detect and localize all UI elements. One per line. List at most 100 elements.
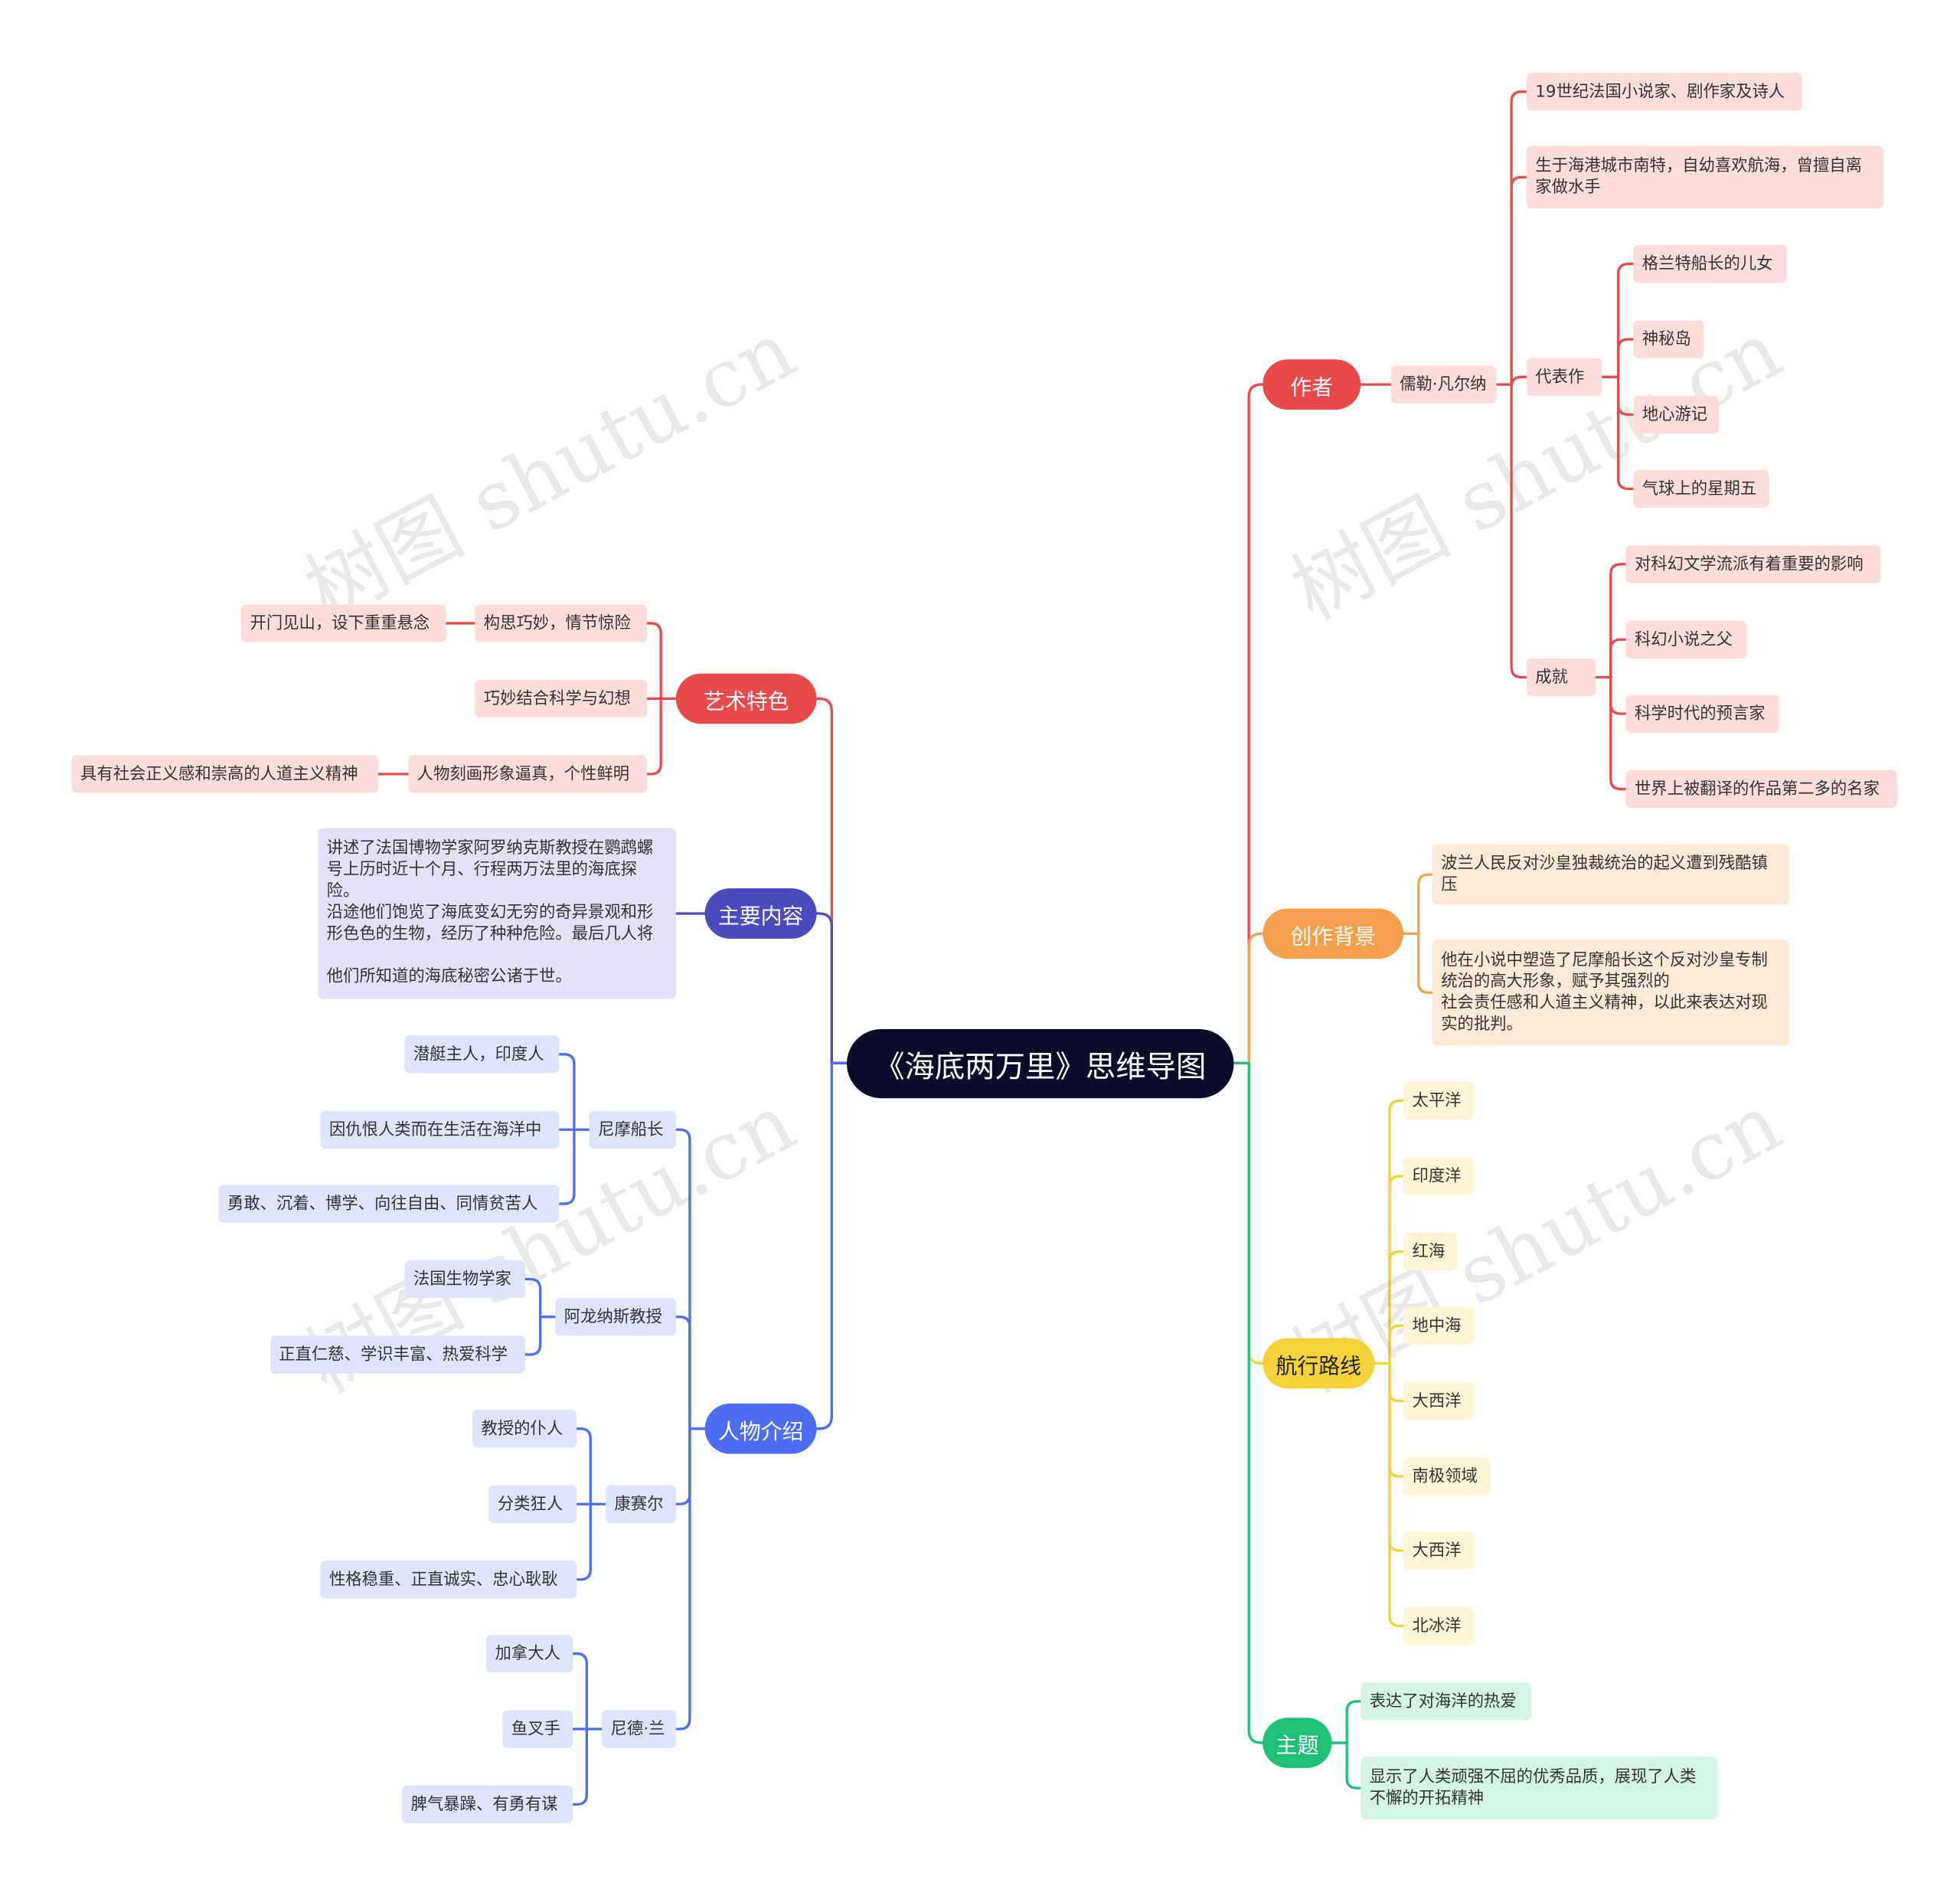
connector-line bbox=[675, 1128, 691, 1430]
route-item[interactable]: 北冰洋 bbox=[1403, 1607, 1474, 1646]
route-item[interactable]: 太平洋 bbox=[1403, 1081, 1474, 1120]
theme-item[interactable]: 显示了人类顽强不屈的优秀品质，展现了人类不懈的开拓精神 bbox=[1361, 1757, 1718, 1820]
route-item[interactable]: 印度洋 bbox=[1403, 1157, 1474, 1195]
connector-line bbox=[1609, 563, 1628, 679]
work-item[interactable]: 神秘岛 bbox=[1633, 320, 1704, 358]
connector-line bbox=[1510, 90, 1528, 386]
art-item[interactable]: 构思巧妙，情节惊险 bbox=[475, 604, 648, 642]
connector-line bbox=[1616, 338, 1635, 378]
connector-line bbox=[1388, 1361, 1405, 1628]
connector-line bbox=[1510, 175, 1528, 386]
work-item[interactable]: 气球上的星期五 bbox=[1633, 469, 1769, 508]
topic-route[interactable]: 航行路线 bbox=[1263, 1338, 1375, 1389]
connector-line bbox=[1417, 873, 1434, 935]
character-name[interactable]: 尼摩船长 bbox=[589, 1110, 676, 1149]
connector-line bbox=[1232, 383, 1264, 1064]
theme-item[interactable]: 表达了对海洋的热爱 bbox=[1361, 1682, 1532, 1721]
connector-line bbox=[524, 1316, 542, 1356]
connector-line bbox=[1616, 375, 1635, 490]
character-trait[interactable]: 法国生物学家 bbox=[404, 1260, 525, 1299]
connector-line bbox=[1232, 932, 1264, 1064]
connector-line bbox=[1388, 1175, 1405, 1365]
character-trait[interactable]: 脾气暴躁、有勇有谋 bbox=[402, 1785, 573, 1824]
character-trait[interactable]: 鱼叉手 bbox=[502, 1710, 573, 1748]
topic-background[interactable]: 创作背景 bbox=[1263, 908, 1403, 959]
connector-line bbox=[1510, 375, 1528, 387]
topic-content[interactable]: 主要内容 bbox=[704, 888, 817, 939]
achievement-item[interactable]: 科学时代的预言家 bbox=[1625, 695, 1779, 733]
connector-line bbox=[1388, 1361, 1405, 1403]
character-name[interactable]: 尼德·兰 bbox=[602, 1710, 676, 1748]
connector-line bbox=[675, 1316, 691, 1430]
topic-theme[interactable]: 主题 bbox=[1263, 1718, 1332, 1768]
connector-line bbox=[575, 1427, 592, 1505]
connector-line bbox=[675, 1427, 691, 1731]
connector-line bbox=[575, 1502, 592, 1581]
connector-line bbox=[645, 622, 662, 701]
work-item[interactable]: 格兰特船长的儿女 bbox=[1633, 244, 1787, 283]
connector-line bbox=[1609, 675, 1628, 715]
author-fact[interactable]: 19世纪法国小说家、剧作家及诗人 bbox=[1526, 73, 1802, 111]
achieve-label[interactable]: 成就 bbox=[1526, 658, 1596, 697]
connector-line bbox=[675, 1427, 691, 1505]
route-item[interactable]: 大西洋 bbox=[1403, 1531, 1474, 1570]
connector-line bbox=[815, 912, 848, 1064]
topic-art[interactable]: 艺术特色 bbox=[675, 673, 817, 724]
connector-line bbox=[1388, 1099, 1405, 1365]
art-item[interactable]: 巧妙结合科学与幻想 bbox=[475, 679, 648, 718]
connector-line bbox=[1388, 1250, 1405, 1365]
author-name[interactable]: 儒勒·凡尔纳 bbox=[1390, 365, 1497, 404]
route-item[interactable]: 地中海 bbox=[1403, 1306, 1474, 1345]
connector-line bbox=[1510, 383, 1528, 679]
connector-line bbox=[1345, 1741, 1362, 1790]
author-fact[interactable]: 生于海港城市南特，自幼喜欢航海，曾擅自离家做水手 bbox=[1526, 145, 1883, 209]
route-item[interactable]: 南极领域 bbox=[1403, 1457, 1491, 1495]
connector-line bbox=[557, 1128, 576, 1205]
connector-line bbox=[645, 697, 662, 776]
background-item[interactable]: 他在小说中塑造了尼摩船长这个反对沙皇专制统治的高大形象，赋予其强烈的 社会责任感… bbox=[1432, 940, 1789, 1046]
character-trait[interactable]: 教授的仆人 bbox=[472, 1410, 577, 1448]
art-sub-item[interactable]: 具有社会正义感和崇高的人道主义精神 bbox=[71, 755, 378, 793]
connector-line bbox=[1388, 1361, 1405, 1478]
connector-line bbox=[1609, 675, 1628, 791]
connector-line bbox=[557, 1053, 576, 1131]
connector-line bbox=[571, 1652, 588, 1731]
connector-line bbox=[1417, 932, 1434, 995]
connector-line bbox=[1388, 1324, 1405, 1365]
connector-line bbox=[1616, 262, 1635, 378]
character-trait[interactable]: 潜艇主人，印度人 bbox=[404, 1035, 560, 1074]
connector-line bbox=[815, 697, 848, 1064]
character-trait[interactable]: 正直仁慈、学识丰富、热爱科学 bbox=[270, 1335, 525, 1374]
character-name[interactable]: 康赛尔 bbox=[605, 1485, 676, 1523]
art-item[interactable]: 人物刻画形象逼真，个性鲜明 bbox=[408, 755, 648, 793]
topic-characters[interactable]: 人物介绍 bbox=[704, 1403, 817, 1454]
connector-line bbox=[815, 1061, 848, 1430]
connector-line bbox=[1345, 1700, 1362, 1744]
character-trait[interactable]: 勇敢、沉着、博学、向往自由、同情贫苦人 bbox=[218, 1185, 560, 1223]
character-trait[interactable]: 因仇恨人类而在生活在海洋中 bbox=[320, 1110, 560, 1149]
connector-line bbox=[1232, 1061, 1264, 1744]
connector-line bbox=[571, 1727, 588, 1806]
character-trait[interactable]: 加拿大人 bbox=[486, 1634, 573, 1673]
background-item[interactable]: 波兰人民反对沙皇独裁统治的起义遭到残酷镇压 bbox=[1432, 844, 1789, 905]
achievement-item[interactable]: 对科幻文学流派有着重要的影响 bbox=[1625, 545, 1881, 583]
route-item[interactable]: 红海 bbox=[1403, 1232, 1458, 1271]
connector-line bbox=[1388, 1361, 1405, 1552]
connector-line bbox=[1616, 375, 1635, 417]
content-text[interactable]: 讲述了法国博物学家阿罗纳克斯教授在鹦鹉螺号上历时近十个月、行程两万法里的海底探险… bbox=[318, 828, 676, 999]
connector-line bbox=[524, 1277, 542, 1319]
root-topic[interactable]: 《海底两万里》思维导图 bbox=[847, 1028, 1234, 1099]
character-trait[interactable]: 分类狂人 bbox=[488, 1485, 577, 1523]
achievement-item[interactable]: 世界上被翻译的作品第二多的名家 bbox=[1625, 770, 1897, 809]
works-label[interactable]: 代表作 bbox=[1526, 358, 1602, 396]
route-item[interactable]: 大西洋 bbox=[1403, 1382, 1474, 1420]
character-name[interactable]: 阿龙纳斯教授 bbox=[555, 1298, 676, 1336]
connector-line bbox=[1609, 638, 1628, 679]
art-sub-item[interactable]: 开门见山，设下重重悬念 bbox=[241, 604, 446, 642]
character-trait[interactable]: 性格稳重、正直诚实、忠心耿耿 bbox=[320, 1561, 577, 1599]
topic-author[interactable]: 作者 bbox=[1263, 359, 1361, 410]
achievement-item[interactable]: 科幻小说之父 bbox=[1625, 620, 1746, 659]
work-item[interactable]: 地心游记 bbox=[1633, 395, 1719, 434]
